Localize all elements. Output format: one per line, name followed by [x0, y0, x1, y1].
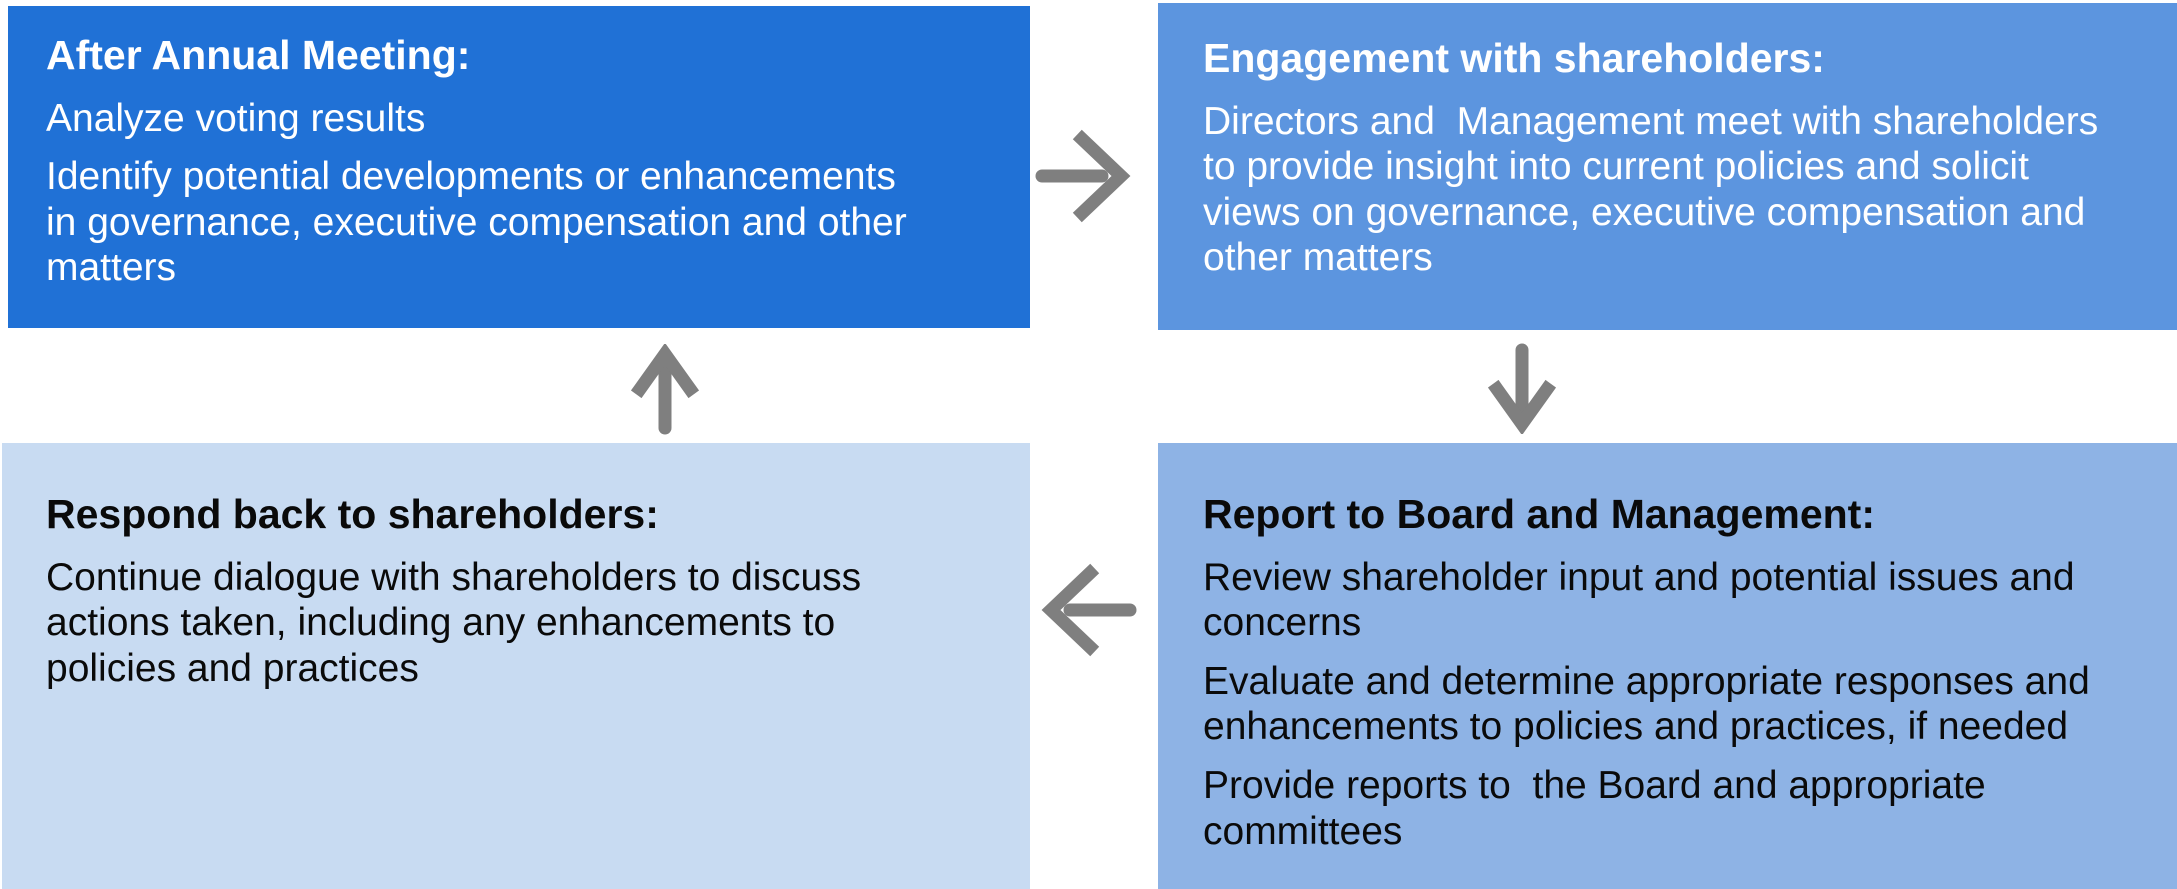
arrow-up-icon: [631, 344, 699, 435]
box-respond-back-to-shareholders: Respond back to shareholders: Continue d…: [2, 443, 1030, 889]
box-respond-back-to-shareholders-title: Respond back to shareholders:: [46, 491, 659, 537]
box-respond-back-to-shareholders-paragraph: Continue dialogue with shareholders to d…: [46, 555, 872, 690]
arrow-left-icon: [1041, 563, 1137, 657]
box-report-to-board-and-management-paragraph: Review shareholder input and potential i…: [1203, 555, 2086, 645]
box-report-to-board-and-management-paragraph: Provide reports to the Board and appropr…: [1203, 764, 1997, 853]
box-engagement-with-shareholders-paragraph: Directors and Management meet with share…: [1203, 99, 2110, 280]
box-after-annual-meeting-paragraph: Identify potential developments or enhan…: [46, 155, 918, 290]
box-engagement-with-shareholders: Engagement with shareholders: Directors …: [1158, 3, 2177, 330]
box-report-to-board-and-management: Report to Board and Management: Review s…: [1158, 443, 2177, 889]
box-engagement-with-shareholders-title: Engagement with shareholders:: [1203, 35, 1825, 81]
box-after-annual-meeting-paragraph: Analyze voting results: [46, 96, 426, 140]
box-after-annual-meeting-title: After Annual Meeting:: [46, 32, 471, 78]
box-report-to-board-and-management-paragraph: Evaluate and determine appropriate respo…: [1203, 659, 2101, 749]
arrow-right-icon: [1035, 129, 1131, 223]
box-after-annual-meeting: After Annual Meeting: Analyze voting res…: [8, 6, 1030, 328]
box-report-to-board-and-management-title: Report to Board and Management:: [1203, 491, 1875, 537]
arrow-down-icon: [1488, 343, 1556, 434]
